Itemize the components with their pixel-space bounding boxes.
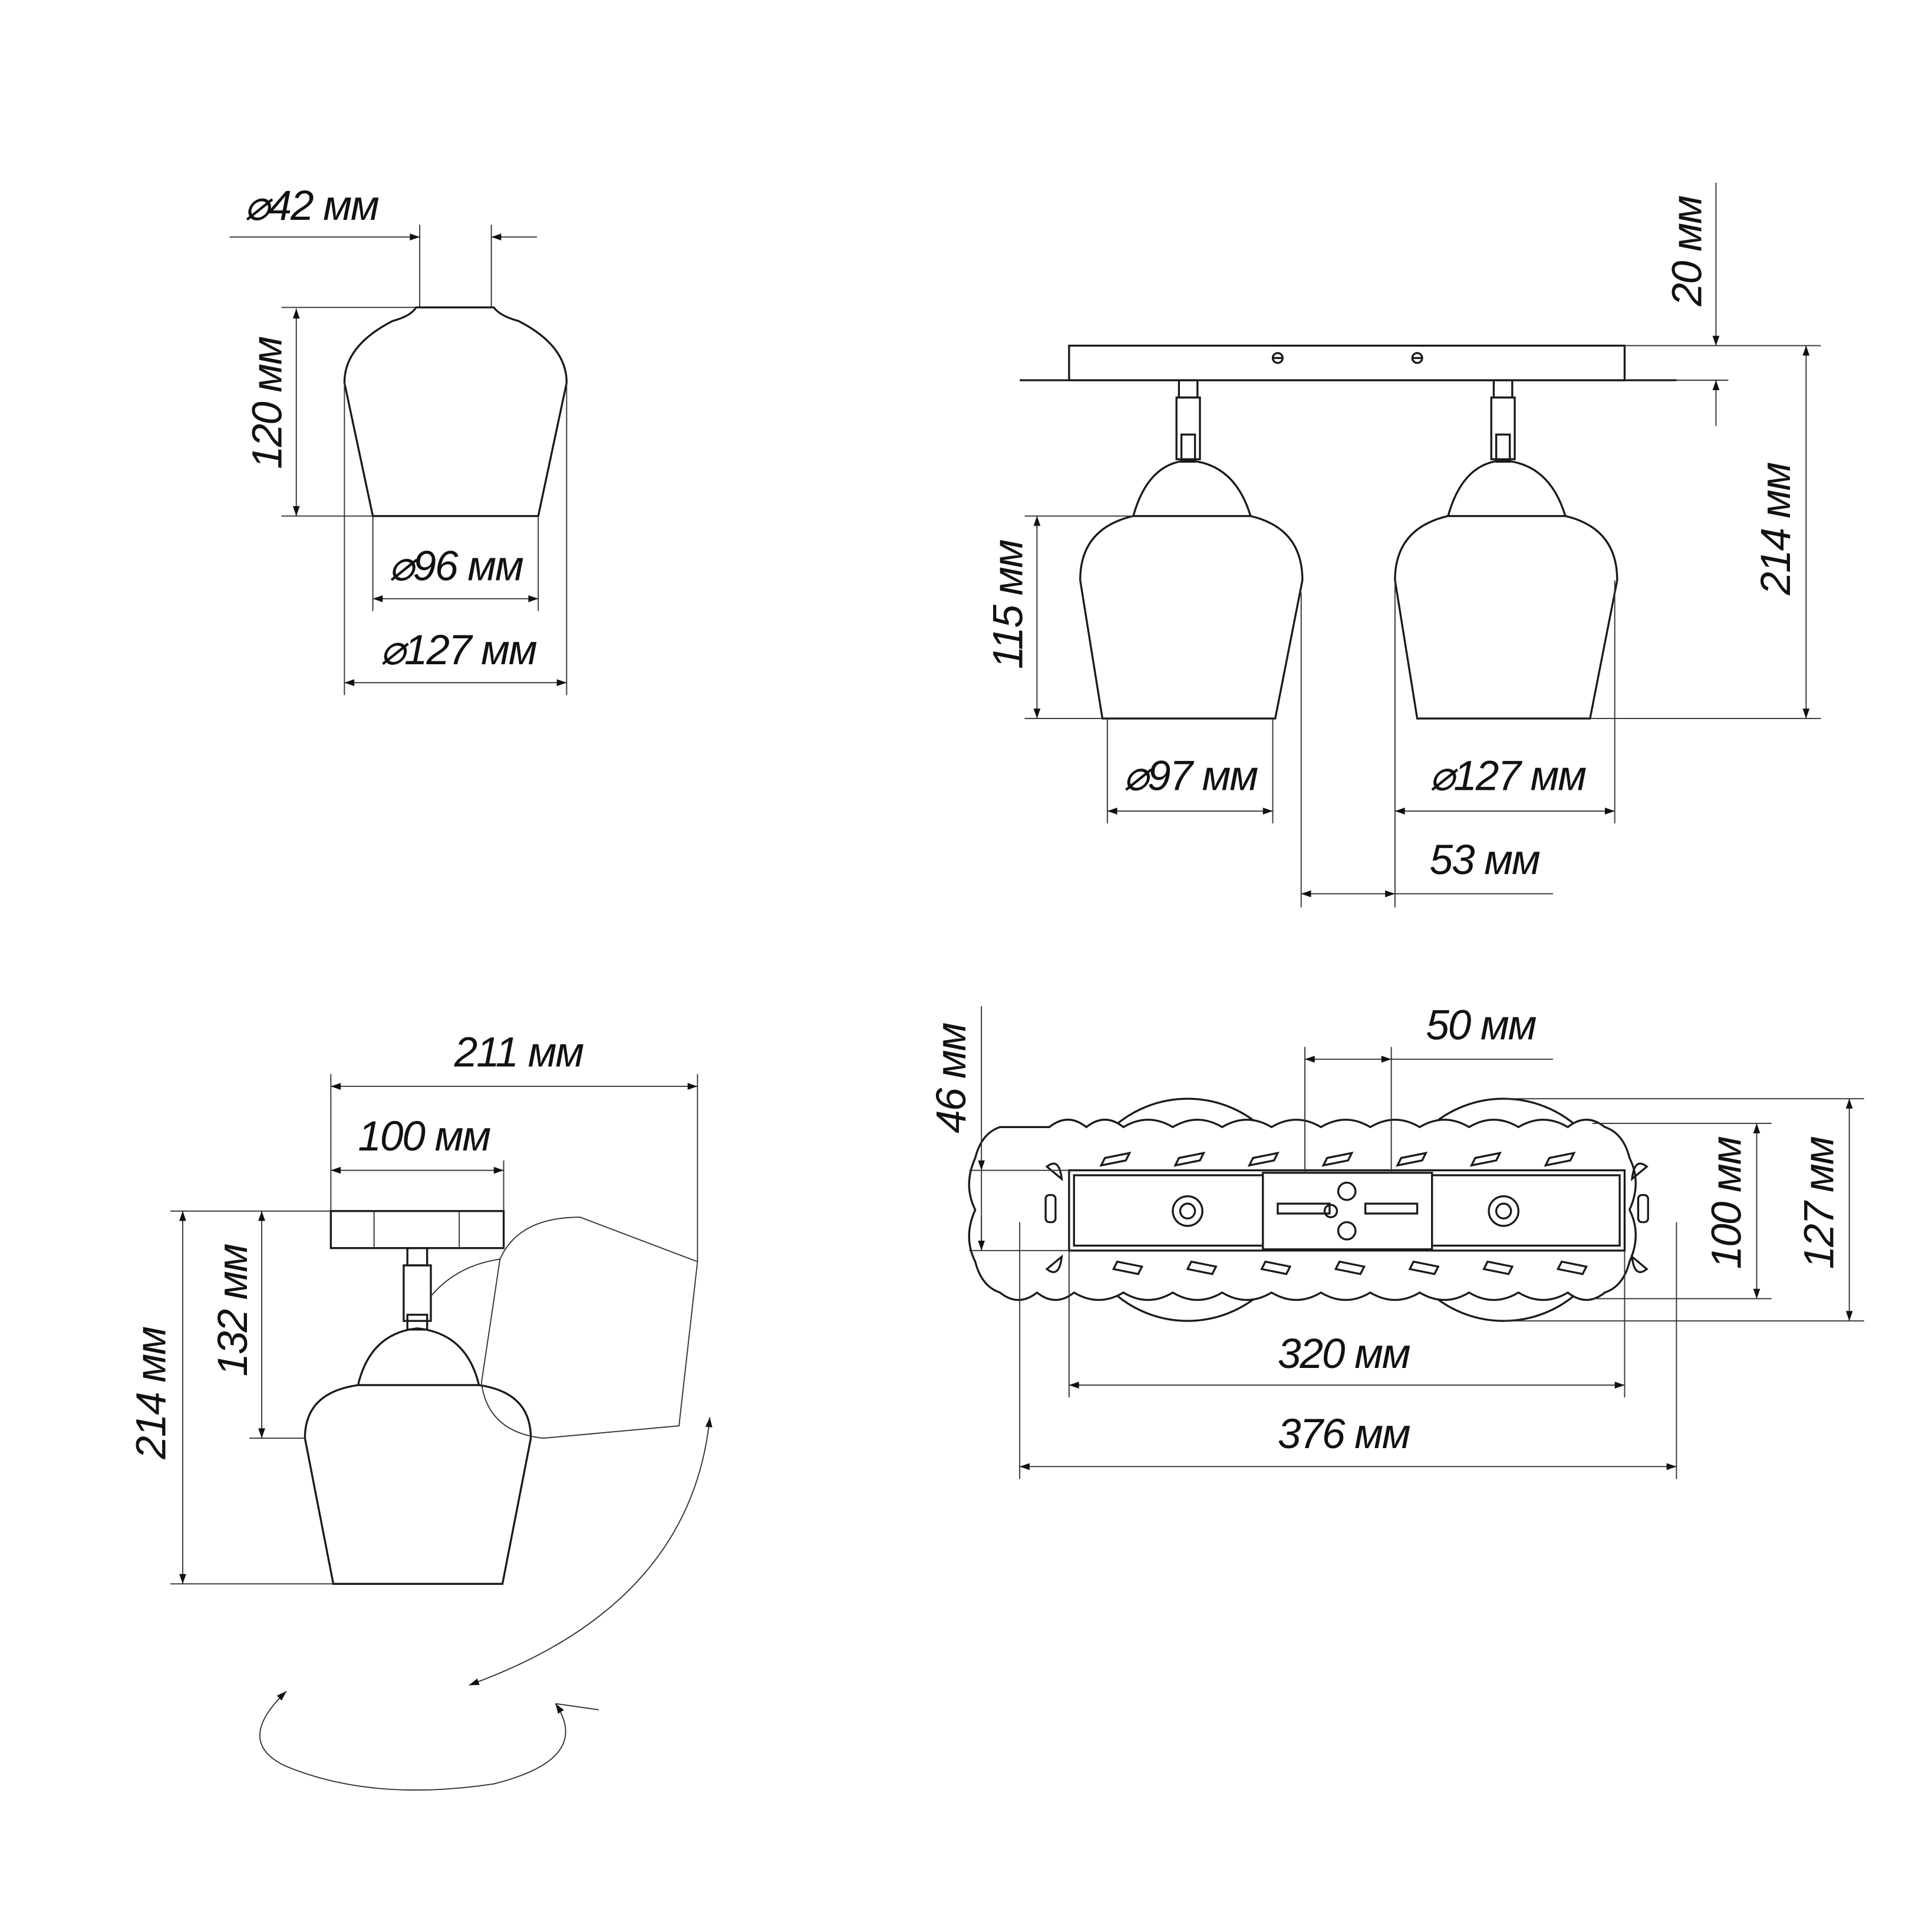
side-view: 211 мм 100 мм 214 мм 132 мм [128, 1030, 713, 1791]
rotation-arrow-vertical [469, 1417, 713, 1686]
dim-neck-diameter: ⌀42 мм [245, 183, 379, 229]
dim-plate-length: 320 мм [1278, 1331, 1410, 1377]
dimension-lines [969, 1006, 1864, 1479]
dim-outer-width: 127 мм [1796, 1136, 1842, 1269]
center-junction-box [1262, 1172, 1433, 1251]
screw-icon [1411, 352, 1423, 364]
screw-icon [1271, 352, 1284, 364]
dim-shade-height: 115 мм [985, 540, 1031, 670]
ceiling-plate [1068, 344, 1626, 381]
shade-outline [343, 306, 568, 517]
mount-screw-icon [1488, 1195, 1519, 1227]
tilted-shade-outline [480, 1216, 698, 1439]
dim-to-shade-height: 132 мм [210, 1244, 256, 1377]
ceiling-plate [329, 1210, 505, 1249]
dim-max-diameter: ⌀127 мм [380, 627, 537, 674]
dim-inner-width: 100 мм [1703, 1136, 1750, 1269]
dim-total-height: 214 мм [128, 1327, 175, 1460]
dim-plate-width: 100 мм [358, 1113, 490, 1160]
dimension-lines [1024, 182, 1821, 908]
dimension-lines [229, 225, 568, 695]
top-view: 46 мм 50 мм 100 мм 127 мм 320 мм 376 мм [928, 1003, 1864, 1479]
shade-single-view: ⌀42 мм 120 мм ⌀96 мм ⌀127 мм [229, 183, 568, 695]
dim-bottom-diameter: ⌀96 мм [389, 543, 523, 589]
lamp-right [1394, 379, 1618, 720]
dim-height: 120 мм [245, 337, 291, 469]
dim-total-height: 214 мм [1753, 463, 1799, 596]
dim-max-diameter: ⌀127 мм [1430, 753, 1587, 800]
dimension-lines [170, 1074, 698, 1585]
dim-gap: 53 мм [1430, 837, 1540, 883]
lamp-left [1079, 379, 1304, 720]
mount-screw-icon [1172, 1195, 1204, 1227]
dim-plate-width: 46 мм [928, 1023, 975, 1133]
dim-bottom-diameter: ⌀97 мм [1123, 753, 1258, 800]
dim-total-reach: 211 мм [454, 1030, 584, 1076]
front-view: 20 мм 214 мм 115 мм ⌀97 мм ⌀127 мм 53 мм [985, 182, 1821, 908]
dim-total-length: 376 мм [1278, 1411, 1410, 1458]
rotation-arrow-horizontal [259, 1690, 566, 1791]
dim-center-box: 50 мм [1426, 1003, 1536, 1049]
decorative-slots [1044, 1152, 1649, 1275]
dim-plate-thickness: 20 мм [1664, 196, 1710, 306]
